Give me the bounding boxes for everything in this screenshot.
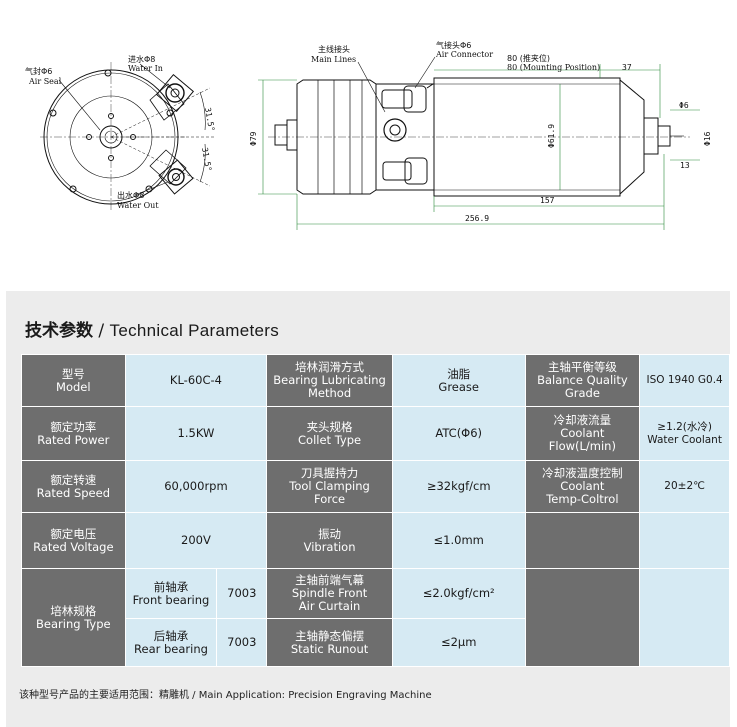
balance-value: ISO 1940 G0.4 [639,354,730,407]
front-bearing-value: 7003 [216,568,268,619]
static-runout-value: ≤2μm [391,618,526,667]
water-out-label-en: Water Out [117,201,159,210]
main-lines-label-en: Main Lines [311,55,356,64]
rear-bearing-value: 7003 [216,618,268,667]
angle-bottom-label: 31.5° [200,147,213,172]
air-seal-label-en: Air Seal [28,77,62,86]
empty-key-cell [524,512,641,569]
model-value: KL-60C-4 [124,354,268,407]
air-connector-label-en: Air Connector [435,50,493,59]
dim-phi61-9: Φ61.9 [547,124,556,148]
speed-value: 60,000rpm [124,460,268,513]
params-title: 技术参数 / Technical Parameters [25,316,279,341]
params-title-separator: / [93,321,110,341]
water-in-label-en: Water In [128,64,163,73]
empty-value-cell [639,568,730,667]
power-value: 1.5KW [124,406,268,461]
water-in-label-cn: 进水Φ8 [128,54,155,64]
collet-value: ATC(Φ6) [391,406,526,461]
dim-157: 157 [540,196,555,205]
air-connector-label-cn: 气接头Φ6 [436,40,471,50]
water-out-label-cn: 出水Φ8 [117,190,144,200]
vibration-value: ≤1.0mm [391,512,526,569]
dim-phi79: Φ79 [249,131,258,146]
coolant-flow-value: ≥1.2(水冷)Water Coolant [639,406,730,461]
spindle-technical-drawing: 气封Φ6 Air Seal 进水Φ8 Water In 出水Φ8 Water O… [0,0,737,240]
main-lines-label-cn: 主线接头 [318,44,350,54]
params-title-en: Technical Parameters [109,321,280,340]
angle-top-label: 31.5° [203,107,216,132]
coolant-temp-value: 20±2℃ [639,460,730,513]
dim-37: 37 [622,63,632,72]
dim-256-9: 256.9 [465,214,489,223]
main-application-note: 该种型号产品的主要适用范围：精雕机 / Main Application: Pr… [19,690,432,701]
dimension-lines [258,64,700,230]
voltage-value: 200V [124,512,268,569]
end-view [40,62,215,212]
air-seal-label-cn: 气封Φ6 [25,66,52,76]
mounting-label-cn: 80 (推夹位) [507,53,550,63]
dim-phi6: Φ6 [679,101,689,110]
dim-phi16: Φ16 [703,131,712,146]
empty-value-cell [639,512,730,569]
empty-key-cell [524,568,641,667]
side-view [268,56,690,197]
air-curtain-value: ≤2.0kgf/cm² [391,568,526,619]
dim-13: 13 [680,161,690,170]
mounting-label-en: 80 (Mounting Position) [507,63,600,72]
clamping-value: ≥32kgf/cm [391,460,526,513]
params-title-cn: 技术参数 [25,321,93,341]
